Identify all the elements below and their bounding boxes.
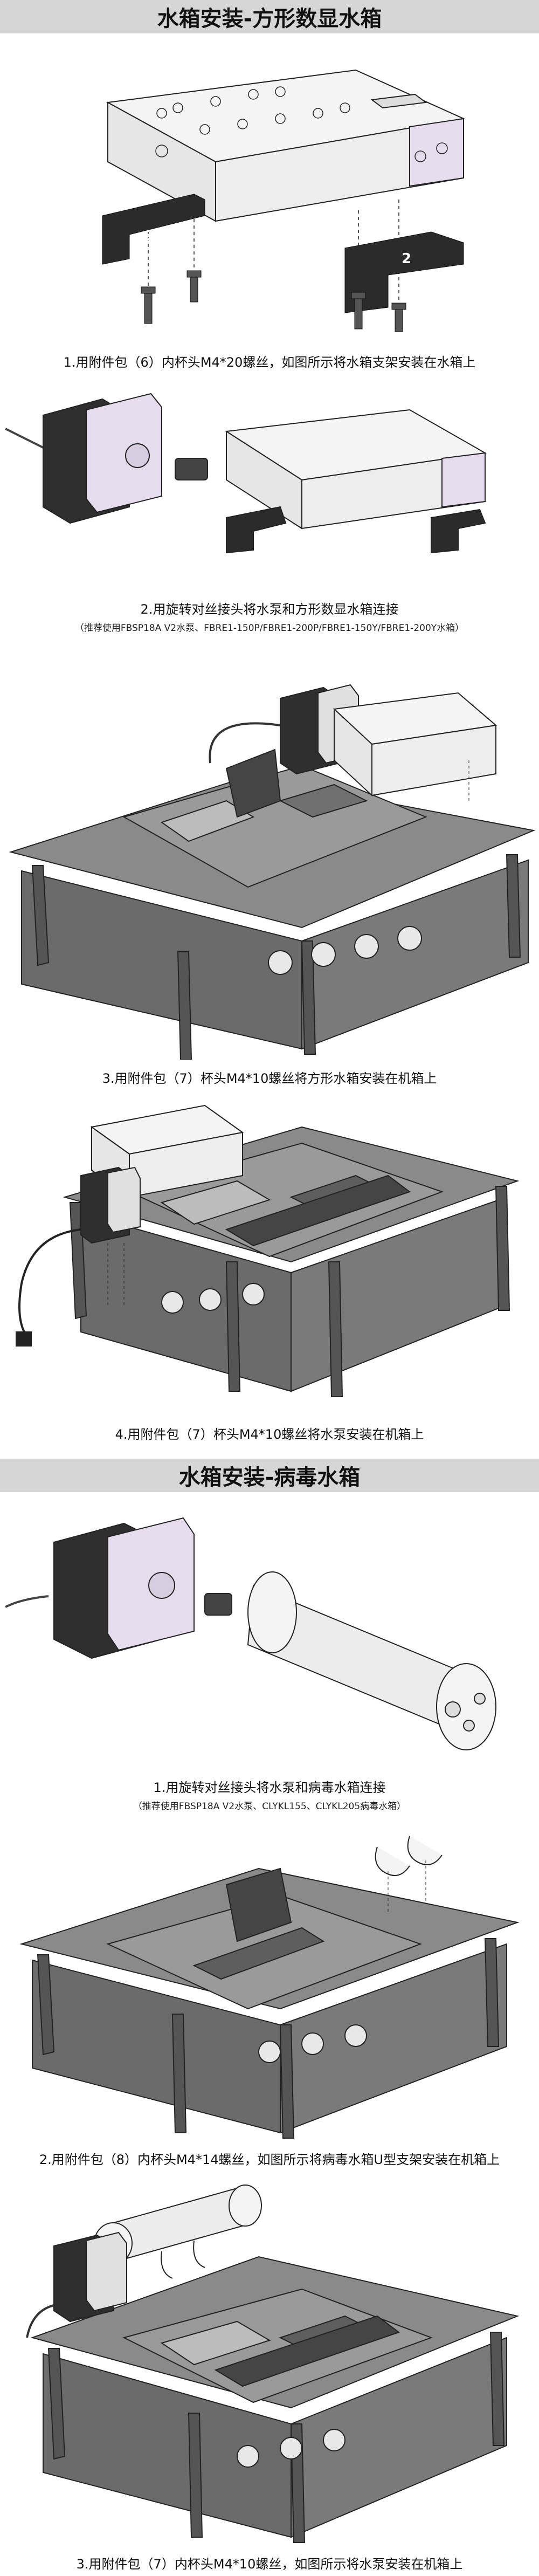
section-2-title: 水箱安装-病毒水箱 bbox=[178, 1465, 361, 1490]
section-2-step-3-illustration bbox=[26, 2185, 520, 2543]
step-2-illustration bbox=[5, 393, 487, 554]
section-1-step-3-caption: 3.用附件包（7）杯头M4*10螺丝将方形水箱安装在机箱上 bbox=[102, 1071, 437, 1086]
section-2-step-1-note: （推荐使用FBSP18A V2水泵、CLYKL155、CLYKL205病毒水箱） bbox=[133, 1801, 406, 1812]
section-2-step-2-caption: 2.用附件包（8）内杯头M4*14螺丝，如图所示将病毒水箱U型支架安装在机箱上 bbox=[39, 2152, 500, 2167]
section-2-header: 水箱安装-病毒水箱 bbox=[0, 1459, 539, 1492]
section-2-step-2-illustration bbox=[19, 1836, 520, 2139]
step-4-illustration bbox=[16, 1104, 520, 1397]
section-2-step-3-caption: 3.用附件包（7）内杯头M4*10螺丝，如图所示将水泵安装在机箱上 bbox=[76, 2557, 463, 2572]
section-1-step-4-caption: 4.用附件包（7）杯头M4*10螺丝将水泵安装在机箱上 bbox=[115, 1427, 424, 1442]
step-1-illustration: 1 2 bbox=[102, 69, 466, 332]
bracket-2-label: 2 bbox=[402, 251, 411, 267]
section-1-step-2-note: （推荐使用FBSP18A V2水泵、FBRE1-150P/FBRE1-200P/… bbox=[74, 623, 465, 634]
step-3-illustration bbox=[9, 684, 536, 1060]
section-1-step-1-caption: 1.用附件包（6）内杯头M4*20螺丝，如图所示将水箱支架安装在水箱上 bbox=[63, 355, 476, 370]
section-2-step-1-illustration bbox=[5, 1517, 496, 1750]
section-1-header: 水箱安装-方形数显水箱 bbox=[0, 0, 539, 33]
section-1-step-2-caption: 2.用旋转对丝接头将水泵和方形数显水箱连接 bbox=[140, 602, 399, 617]
bracket-1-label: 1 bbox=[146, 228, 155, 244]
section-2-step-1-caption: 1.用旋转对丝接头将水泵和病毒水箱连接 bbox=[153, 1780, 386, 1795]
section-1-title: 水箱安装-方形数显水箱 bbox=[157, 6, 382, 31]
